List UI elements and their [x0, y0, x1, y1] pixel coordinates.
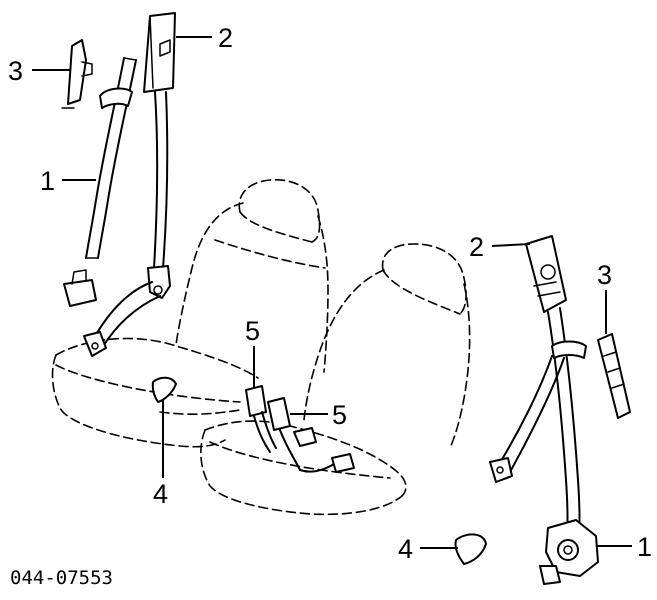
callout-left-cover-4: 4: [153, 479, 168, 509]
callout-right-buckle-5: 5: [332, 400, 347, 430]
right-seat-outline: [200, 243, 471, 516]
callout-right-cover-4: 4: [398, 534, 413, 564]
callout-left-buckle-5: 5: [245, 316, 260, 346]
callout-labels: 1 2 3 4 5 5 2 3 1 4: [8, 23, 652, 564]
callout-right-guide-2: 2: [469, 232, 484, 262]
diagram-part-number: 044-07553: [10, 567, 113, 589]
callout-left-guide-2: 2: [218, 23, 233, 53]
callout-left-belt-1: 1: [40, 166, 55, 196]
callout-right-adjuster-3: 3: [597, 260, 612, 290]
right-belt-assembly: [454, 235, 631, 585]
left-belt-assembly: [61, 12, 355, 473]
callout-left-adjuster-3: 3: [8, 56, 23, 86]
leader-lines: [32, 36, 632, 549]
callout-right-belt-1: 1: [637, 532, 652, 562]
